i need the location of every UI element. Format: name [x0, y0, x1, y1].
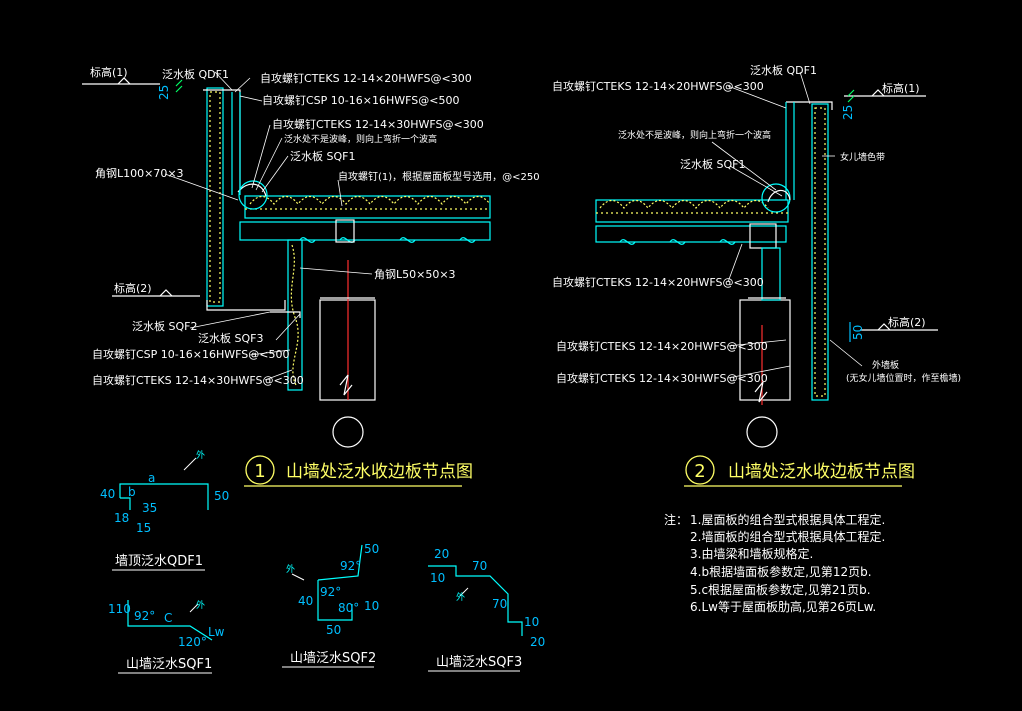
profile-sqf2: 50 92° 外 40 92° 80° 10 50 山墙泛水SQF2	[282, 542, 379, 668]
d1-sqf2: 泛水板 SQF2	[132, 319, 197, 333]
sqf3-dim-10a: 10	[430, 571, 445, 585]
d2-cteks-a: 自攻螺钉CTEKS 12-14×20HWFS@<300	[552, 275, 764, 289]
detail-2-number: 2	[694, 461, 705, 482]
d1-screw1: 自攻螺钉(1)，根据屋面板型号选用，@<250	[338, 170, 540, 183]
profile-sqf3: 20 70 10 外 70 10 20 山墙泛水SQF3	[428, 547, 545, 672]
wall-insulation-1	[209, 91, 221, 303]
elevation-marker-1	[117, 77, 131, 85]
d2-seal: 女儿墙色带	[840, 151, 885, 163]
d1-csp-top: 自攻螺钉CSP 10-16×16HWFS@<500	[262, 93, 459, 107]
purlin-2	[595, 225, 787, 243]
d2-elev2: 标高(2)	[888, 315, 926, 329]
d2-note-seal: 泛水处不是波峰，则向上弯折一个波高	[618, 129, 771, 141]
d1-dim-25: 25	[157, 85, 171, 100]
d1-elev1-label: 标高(1)	[90, 65, 128, 79]
note-3: 3.由墙梁和墙板规格定.	[690, 546, 813, 561]
wall-panel-2	[811, 103, 829, 401]
sqf1-dim-110: 110	[108, 602, 131, 616]
detail-2-title-text: 山墙处泛水收边板节点图	[728, 462, 915, 482]
d1-sqf3: 泛水板 SQF3	[198, 331, 263, 345]
qdf1-dim-out: 外	[196, 449, 205, 461]
qdf1-flashing	[203, 89, 241, 190]
purlin-1	[239, 221, 491, 241]
sqf1-dim-out: 外	[196, 599, 205, 611]
qdf1-caption: 墙顶泛水QDF1	[115, 554, 203, 569]
detail-2-title: 2 山墙处泛水收边板节点图	[684, 455, 915, 487]
detail-2-labels: 自攻螺钉CTEKS 12-14×20HWFS@<300 泛水板 QDF1 标高(…	[552, 63, 961, 385]
wall-panel-1	[206, 87, 224, 307]
d1-sqf1: 泛水板 SQF1	[290, 149, 355, 163]
note-5: 5.c根据屋面板参数定,见第21页b.	[690, 582, 871, 597]
note-6: 6.Lw等于屋面板肋高,见第26页Lw.	[690, 599, 876, 614]
roof-panel-1	[244, 195, 491, 219]
qdf1-dim-b: b	[128, 485, 136, 499]
sqf1-dim-c: C	[164, 611, 172, 625]
d1-angle-small: 角钢L50×50×3	[374, 268, 456, 281]
d1-csp-bot: 自攻螺钉CSP 10-16×16HWFS@<500	[92, 347, 289, 361]
sqf2-dim-92a: 92°	[340, 559, 361, 573]
d1-angle-big: 角钢L100×70×3	[95, 167, 184, 180]
qdf1-dim-40: 40	[100, 487, 115, 501]
d1-qdf1-label: 泛水板 QDF1	[162, 67, 229, 81]
profile-qdf1: 外 a 40 b 35 18 15 50 墙顶泛水QDF1	[100, 449, 229, 571]
d2-cteks-top: 自攻螺钉CTEKS 12-14×20HWFS@<300	[552, 79, 764, 93]
note-2: 2.墙面板的组合型式根据具体工程定.	[690, 529, 885, 544]
d2-cteks-b: 自攻螺钉CTEKS 12-14×20HWFS@<300	[556, 339, 768, 353]
d1-cteks-mid: 自攻螺钉CTEKS 12-14×30HWFS@<300	[272, 117, 484, 131]
sqf3-dim-20b: 20	[530, 635, 545, 649]
qdf1-dim-a: a	[148, 471, 155, 485]
d1-cteks-bot: 自攻螺钉CTEKS 12-14×30HWFS@<300	[92, 373, 304, 387]
detail-1-number: 1	[254, 461, 265, 482]
d2-dim-50: 50	[851, 325, 865, 340]
sqf1-caption: 山墙泛水SQF1	[126, 657, 212, 672]
d1-cteks-top: 自攻螺钉CTEKS 12-14×20HWFS@<300	[260, 71, 472, 85]
qdf1-dim-15: 15	[136, 521, 151, 535]
axis-bubble-2	[746, 416, 778, 448]
d2-elev1: 标高(1)	[882, 81, 920, 95]
sqf2-dim-40: 40	[298, 594, 313, 608]
sqf3-dim-70a: 70	[472, 559, 487, 573]
sqf1-dim-92: 92°	[134, 609, 155, 623]
d2-outer: 外墙板	[872, 359, 899, 371]
detail-2-drawing	[595, 71, 938, 448]
sqf3-dim-out: 外	[456, 591, 465, 603]
note-4: 4.b根据墙面板参数定,见第12页b.	[690, 564, 872, 579]
sqf2-dim-50b: 50	[326, 623, 341, 637]
sqf2-dim-out: 外	[286, 563, 295, 575]
sqf3-caption: 山墙泛水SQF3	[436, 655, 522, 670]
detail-1-title: 1 山墙处泛水收边板节点图	[244, 455, 473, 487]
sqf2-dim-10: 10	[364, 599, 379, 613]
d2-dim-25: 25	[841, 105, 855, 120]
sqf2-dim-80: 80°	[338, 601, 359, 615]
sqf1-dim-lw: Lw	[208, 625, 225, 639]
qdf1-dim-50: 50	[214, 489, 229, 503]
sqf3-dim-10b: 10	[524, 615, 539, 629]
roof-panel-2	[595, 199, 789, 223]
detail-1-drawing	[82, 71, 491, 448]
d1-note-seal: 泛水处不是波峰，则向上弯折一个波高	[284, 133, 437, 145]
notes-prefix: 注：	[664, 512, 688, 527]
sqf2-caption: 山墙泛水SQF2	[290, 651, 376, 666]
d2-cteks-c: 自攻螺钉CTEKS 12-14×30HWFS@<300	[556, 371, 768, 385]
sqf2-dim-50a: 50	[364, 542, 379, 556]
d1-elev2-label: 标高(2)	[114, 281, 152, 295]
qdf1-dim-35: 35	[142, 501, 157, 515]
qdf1-dim-18: 18	[114, 511, 129, 525]
detail-1-title-text: 山墙处泛水收边板节点图	[286, 462, 473, 482]
d2-outer-note: (无女儿墙位置时，作至檐墙)	[846, 372, 961, 384]
d2-qdf1: 泛水板 QDF1	[750, 63, 817, 77]
d2-sqf1: 泛水板 SQF1	[680, 157, 745, 171]
notes-block: 注： 1.屋面板的组合型式根据具体工程定. 2.墙面板的组合型式根据具体工程定.…	[664, 512, 885, 614]
sqf3-dim-70b: 70	[492, 597, 507, 611]
axis-bubble-1	[332, 416, 364, 448]
sqf1-dim-120: 120°	[178, 635, 207, 649]
profile-sqf1: 110 92° C 外 120° Lw 山墙泛水SQF1	[108, 599, 225, 674]
sqf3-dim-20a: 20	[434, 547, 449, 561]
note-1: 1.屋面板的组合型式根据具体工程定.	[690, 512, 885, 527]
sqf2-dim-92b: 92°	[320, 585, 341, 599]
detail-1-labels: 标高(1) 泛水板 QDF1 25 自攻螺钉CTEKS 12-14×20HWFS…	[90, 65, 540, 387]
